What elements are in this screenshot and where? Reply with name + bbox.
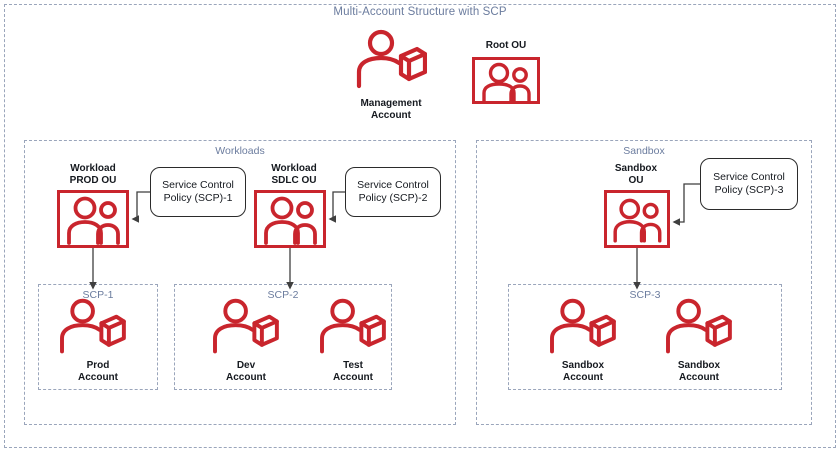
sandbox-ou-icon: [604, 190, 670, 248]
sandbox-ou-label: Sandbox OU: [614, 163, 658, 186]
prod-account-label: Prod Account: [78, 360, 118, 383]
root-ou-icon: [472, 57, 540, 104]
scp-group-1: SCP-1: [38, 284, 158, 390]
scp-group-3-label: SCP-3: [629, 289, 661, 301]
policy-scp-2[interactable]: Service Control Policy (SCP)-2: [345, 167, 441, 217]
sandbox-account-1-label: Sandbox Account: [561, 360, 605, 383]
workload-prod-ou-icon: [57, 190, 129, 248]
policy-scp-3[interactable]: Service Control Policy (SCP)-3: [700, 158, 798, 210]
workload-sdlc-ou-label: Workload SDLC OU: [271, 163, 317, 186]
test-account-icon: [318, 297, 386, 357]
group-sandbox-label: Sandbox: [623, 145, 665, 157]
management-account-icon: [355, 28, 427, 92]
page-title: Multi-Account Structure with SCP: [333, 6, 507, 18]
scp-group-3: SCP-3: [508, 284, 782, 390]
scp-group-2-label: SCP-2: [267, 289, 299, 301]
prod-account-icon: [58, 297, 126, 357]
scp-group-1-label: SCP-1: [82, 289, 114, 301]
workload-sdlc-ou-icon: [254, 190, 326, 248]
group-workloads-label: Workloads: [215, 145, 265, 157]
test-account-label: Test Account: [333, 360, 373, 383]
workload-prod-ou-label: Workload PROD OU: [69, 163, 117, 186]
dev-account-icon: [211, 297, 279, 357]
outer-frame: [4, 4, 836, 448]
management-account-label: Management Account: [360, 98, 422, 121]
group-sandbox: Sandbox: [476, 140, 812, 425]
root-ou-label: Root OU: [485, 40, 527, 51]
sandbox-account-1-icon: [548, 297, 616, 357]
scp-group-2: SCP-2: [174, 284, 392, 390]
group-workloads: Workloads: [24, 140, 456, 425]
sandbox-account-2-label: Sandbox Account: [677, 360, 721, 383]
dev-account-label: Dev Account: [226, 360, 266, 383]
sandbox-account-2-icon: [664, 297, 732, 357]
policy-scp-1[interactable]: Service Control Policy (SCP)-1: [150, 167, 246, 217]
